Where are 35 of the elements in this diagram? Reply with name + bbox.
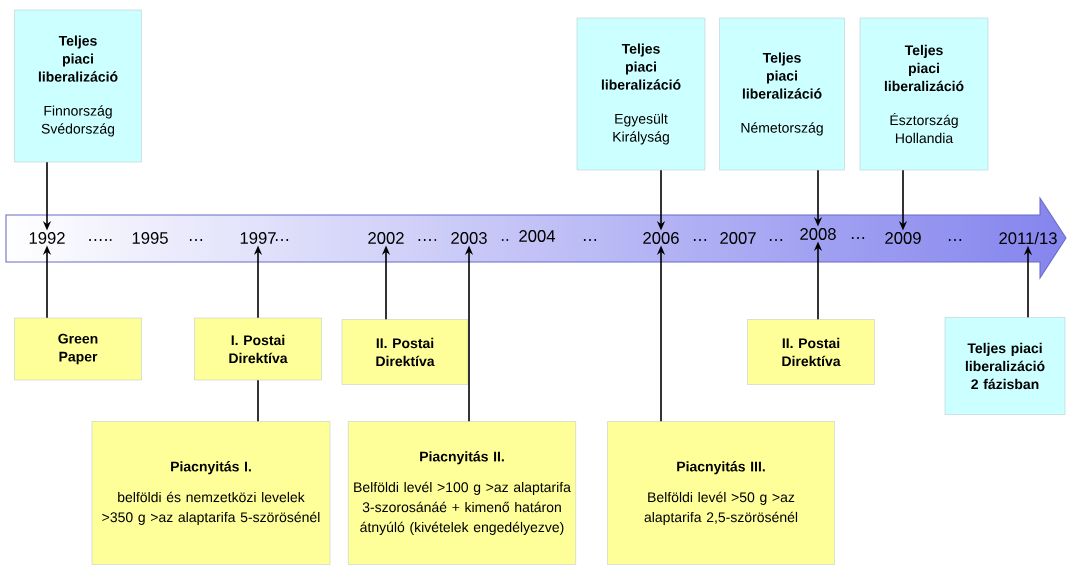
year-label: 2009 bbox=[885, 232, 921, 244]
year-label: 1992 bbox=[29, 232, 65, 244]
year-label: 2002 bbox=[368, 232, 404, 244]
description-box: Piacnyitás II. Belföldi levél >100 g >az alaptarifa 3-szorosánáé + kimenő határon átnyúló (kivételek engedélyezve) bbox=[348, 421, 576, 565]
description-box: Piacnyitás I. belföldi és nemzetközi levelek >350 g >az alaptarifa 5-szörösénél bbox=[91, 421, 331, 565]
year-label: 2003 bbox=[451, 232, 487, 244]
event-box: Teljes piaci liberalizáció 2 fázisban bbox=[944, 317, 1066, 415]
info-box: Teljes piaci liberalizáció Finnország Svédország bbox=[14, 9, 142, 163]
ellipsis-text: … bbox=[275, 239, 289, 241]
year-label: 2007 bbox=[720, 232, 756, 244]
description-box: Piacnyitás III. Belföldi levél >50 g >az alaptarifa 2,5-szörösénél bbox=[607, 421, 835, 565]
event-box: I. Postai Direktíva bbox=[194, 317, 322, 381]
ellipsis-text: … bbox=[851, 237, 865, 239]
event-box: II. Postai Direktíva bbox=[341, 319, 469, 385]
year-label: 2004 bbox=[519, 230, 556, 242]
timeline-arrow bbox=[5, 196, 1067, 280]
info-box: Teljes piaci liberalizáció Egyesült Királyság bbox=[576, 17, 706, 171]
connector-line bbox=[257, 379, 259, 423]
info-box: Teljes piaci liberalizáció Németország bbox=[719, 17, 845, 171]
event-box: Green Paper bbox=[14, 317, 142, 381]
ellipsis-text: … bbox=[948, 239, 962, 241]
year-label: 2011/13 bbox=[999, 231, 1057, 245]
ellipsis-text: … bbox=[769, 239, 783, 241]
ellipsis-text: ….. bbox=[89, 239, 112, 241]
year-label: 2006 bbox=[643, 232, 679, 244]
ellipsis-text: … bbox=[583, 239, 597, 241]
ellipsis-text: …. bbox=[418, 239, 437, 241]
year-label: 2008 bbox=[800, 228, 836, 240]
ellipsis-text: … bbox=[693, 239, 707, 241]
event-box: II. Postai Direktíva bbox=[747, 319, 875, 385]
ellipsis-text: .. bbox=[501, 239, 509, 241]
info-box: Teljes piaci liberalizáció Észtország Hollandia bbox=[859, 17, 989, 171]
year-label: 1997 bbox=[240, 232, 276, 244]
year-label: 1995 bbox=[132, 232, 168, 244]
ellipsis-text: … bbox=[189, 239, 203, 241]
